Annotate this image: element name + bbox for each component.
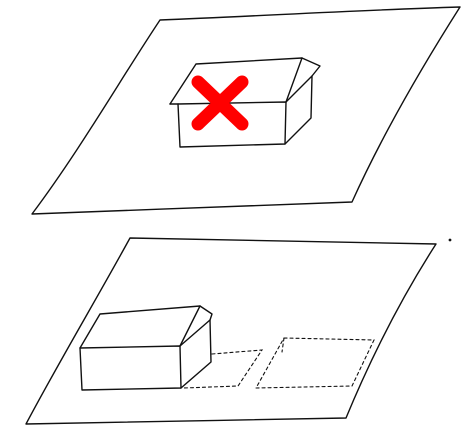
dashed-plot-2-outline — [256, 338, 374, 388]
dashed-plot-2-fold — [282, 338, 284, 352]
lower-house-front-wall — [80, 346, 181, 390]
lower-house — [80, 306, 212, 390]
dashed-plot-1 — [184, 350, 262, 388]
upper-panel — [32, 7, 460, 214]
upper-ground-plane — [32, 7, 460, 214]
upper-house — [170, 58, 320, 147]
lower-house-roof-ridge — [200, 306, 212, 320]
lower-panel — [26, 238, 451, 424]
lower-house-side-wall — [180, 320, 211, 388]
lower-house-roof — [80, 306, 200, 348]
dashed-plot-2 — [256, 338, 374, 388]
lower-ground-plane — [26, 238, 436, 424]
upper-house-side-wall — [285, 76, 312, 144]
dashed-plot-1-outline — [184, 350, 262, 388]
corner-dot — [449, 239, 452, 242]
upper-house-roof-ridge — [302, 58, 320, 76]
